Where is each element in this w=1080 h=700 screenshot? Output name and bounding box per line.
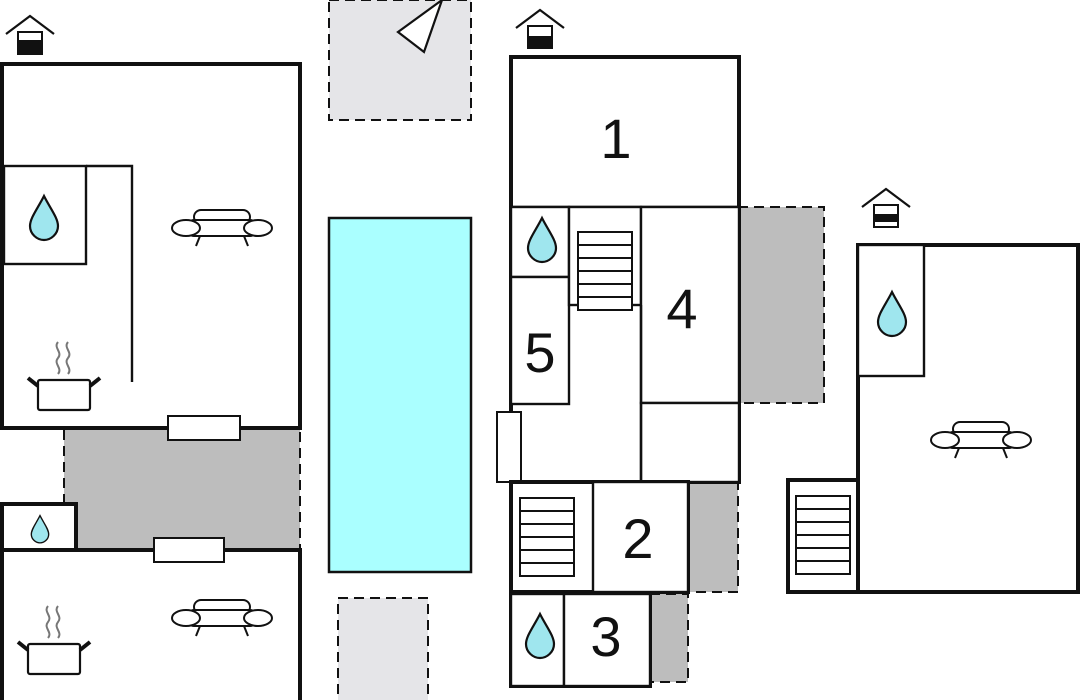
closet bbox=[639, 401, 741, 484]
room-number-4: 4 bbox=[666, 277, 697, 340]
staircase-icon bbox=[795, 495, 851, 575]
room-number-1: 1 bbox=[600, 107, 631, 170]
door bbox=[167, 415, 241, 441]
open-area-top bbox=[328, 0, 472, 121]
open-area-bottom bbox=[337, 597, 429, 700]
outdoor-area bbox=[327, 0, 473, 700]
terrace-room-3 bbox=[649, 593, 689, 683]
right-building bbox=[786, 187, 1080, 594]
door bbox=[153, 537, 225, 563]
room-number-5: 5 bbox=[524, 321, 555, 384]
room-3 bbox=[562, 592, 652, 688]
terrace-room-2 bbox=[687, 481, 739, 593]
center-building: 1 4 5 2 3 bbox=[496, 8, 825, 688]
house-entrance-icon-fill bbox=[19, 40, 41, 54]
swimming-pool bbox=[327, 216, 473, 574]
room-number-3: 3 bbox=[590, 605, 621, 668]
staircase-icon bbox=[519, 497, 575, 577]
room-5 bbox=[509, 275, 571, 406]
door bbox=[496, 411, 522, 483]
room-number-2: 2 bbox=[622, 507, 653, 570]
left-building bbox=[0, 14, 302, 700]
partition-wall bbox=[86, 164, 134, 382]
staircase-icon bbox=[577, 231, 633, 311]
north-arrow-icon bbox=[396, 0, 444, 54]
house-entrance-icon-fill bbox=[529, 36, 551, 48]
terrace-room-4 bbox=[737, 206, 825, 404]
house-entrance-icon-fill bbox=[875, 214, 897, 222]
room-4 bbox=[639, 205, 741, 405]
terrace-left bbox=[63, 427, 301, 551]
